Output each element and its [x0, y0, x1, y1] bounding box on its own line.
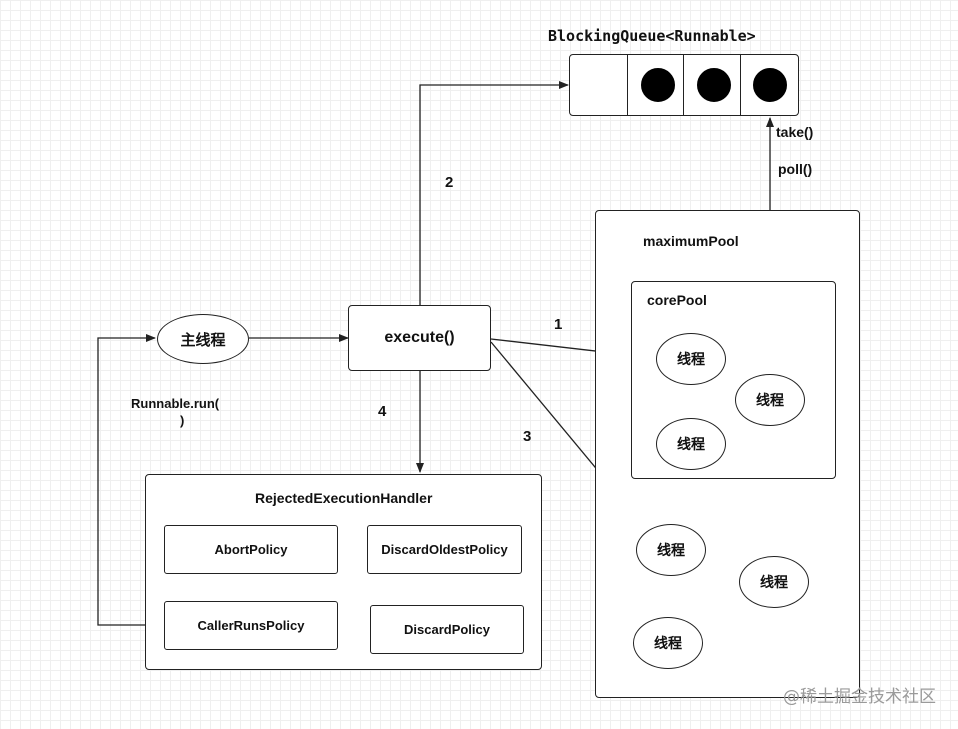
queue-slot-1 [627, 55, 628, 115]
queue-slot-2 [683, 55, 684, 115]
maximum-pool-title: maximumPool [643, 233, 739, 249]
step-2-label: 2 [445, 174, 454, 191]
execute-node: execute() [348, 305, 491, 371]
runnable-run-label-line2: ) [180, 413, 185, 428]
step-1-label: 1 [554, 316, 563, 333]
noncore-thread-3: 线程 [633, 617, 703, 669]
abort-policy-label: AbortPolicy [214, 542, 288, 557]
thread-label: 线程 [654, 636, 682, 652]
thread-label: 线程 [756, 393, 784, 409]
main-thread-label: 主线程 [180, 330, 226, 349]
caller-runs-policy-label: CallerRunsPolicy [197, 618, 305, 633]
step-3-label: 3 [523, 428, 532, 445]
queue-title: BlockingQueue<Runnable> [548, 27, 756, 45]
discard-policy-label: DiscardPolicy [404, 622, 490, 637]
caller-runs-policy: CallerRunsPolicy [164, 601, 338, 650]
runnable-run-label-line1: Runnable.run( [131, 396, 220, 411]
core-thread-3: 线程 [656, 418, 726, 470]
core-pool-title: corePool [647, 292, 707, 308]
thread-label: 线程 [657, 543, 685, 559]
noncore-thread-1: 线程 [636, 524, 706, 576]
thread-label: 线程 [677, 352, 705, 368]
step-4-label: 4 [378, 403, 387, 420]
discard-oldest-policy-label: DiscardOldestPolicy [381, 542, 508, 557]
arrow-execute-to-queue [419, 81, 569, 305]
take-label: take() [776, 124, 814, 140]
blocking-queue [569, 54, 799, 116]
core-thread-1: 线程 [656, 333, 726, 385]
watermark: @稀土掘金技术社区 [783, 687, 936, 707]
queue-slot-3 [740, 55, 741, 115]
queued-task [753, 68, 787, 102]
poll-label: poll() [778, 161, 813, 177]
handler-title: RejectedExecutionHandler [255, 490, 433, 506]
abort-policy: AbortPolicy [164, 525, 338, 574]
discard-policy: DiscardPolicy [370, 605, 524, 654]
execute-label: execute() [384, 329, 455, 346]
arrow-callerruns-to-main [97, 334, 163, 626]
core-thread-2: 线程 [735, 374, 805, 426]
queued-task [641, 68, 675, 102]
main-thread-node: 主线程 [157, 314, 249, 364]
queued-task [697, 68, 731, 102]
discard-oldest-policy: DiscardOldestPolicy [367, 525, 522, 574]
thread-label: 线程 [677, 437, 705, 453]
noncore-thread-2: 线程 [739, 556, 809, 608]
thread-label: 线程 [760, 575, 788, 591]
